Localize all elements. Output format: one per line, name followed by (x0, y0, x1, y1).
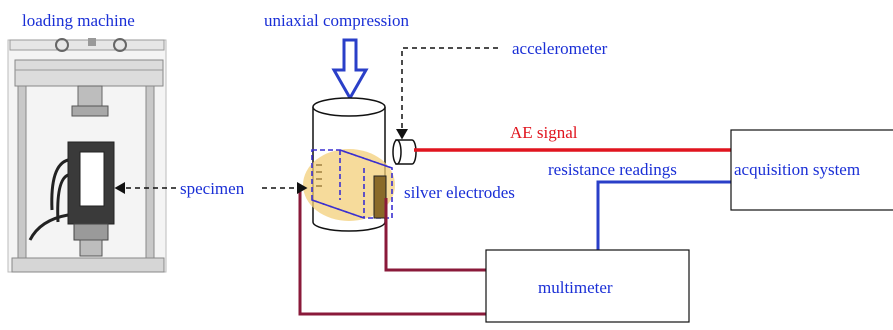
accelerometer-label: accelerometer (512, 39, 608, 58)
specimen-highlight (303, 149, 395, 221)
resistance-wire (486, 180, 731, 258)
loading-machine-label: loading machine (22, 11, 135, 30)
loading-machine-photo (7, 38, 167, 273)
silver-electrodes-label: silver electrodes (404, 183, 515, 202)
ae-signal-label: AE signal (510, 123, 578, 142)
electrode-ticks (316, 164, 322, 187)
accelerometer-sensor (392, 139, 417, 165)
multimeter-wire-left (298, 186, 486, 316)
multimeter-label: multimeter (538, 278, 613, 297)
multimeter-wire-right (384, 198, 486, 272)
electrode-prism (311, 149, 393, 219)
accelerometer-leader (396, 47, 498, 140)
multimeter-box (485, 249, 690, 323)
silver-electrode-plate (373, 175, 387, 219)
resistance-readings-label: resistance readings (548, 160, 677, 179)
uniaxial-compression-label: uniaxial compression (264, 11, 409, 30)
down-arrow-icon (331, 38, 369, 102)
acquisition-system-box (730, 129, 893, 211)
specimen-label: specimen (180, 179, 245, 198)
acquisition-system-label: acquisition system (734, 160, 861, 179)
